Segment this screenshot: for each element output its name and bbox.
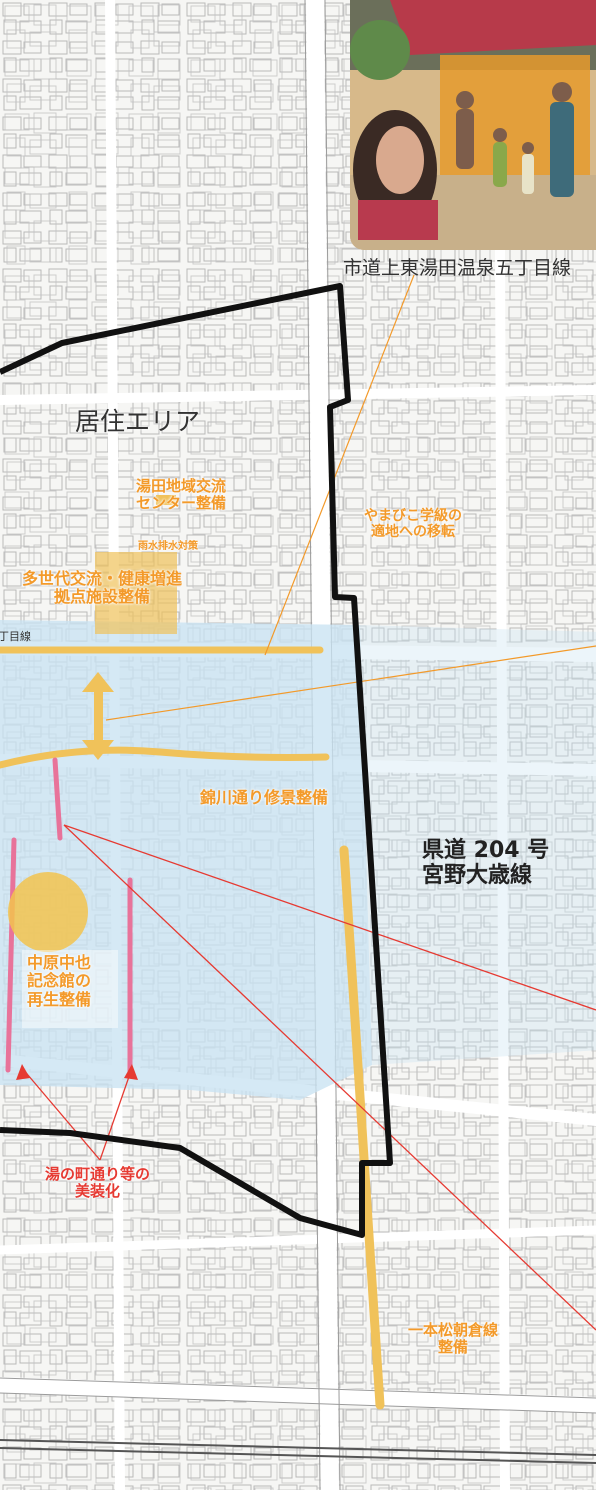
nakahara-museum-line3: 再生整備: [27, 989, 92, 1009]
yunomachi-line1: 湯の町通り等の: [45, 1165, 151, 1183]
nakahara-museum-line1: 中原中也: [27, 953, 92, 972]
residential-area-label: 居住エリア: [75, 407, 201, 436]
rain-drainage-label: 雨水排水対策: [138, 541, 198, 552]
community-center-label: 湯田地域交流 センター整備: [136, 477, 227, 513]
ipponmatsu-line1: 一本松朝倉線: [408, 1321, 499, 1339]
road-title-label: 市道上東湯田温泉五丁目線: [343, 257, 572, 279]
yamabiko-move-label: やまびこ学級の 適地への移転: [364, 508, 462, 540]
yamabiko-move-line1: やまびこ学級の: [364, 508, 462, 524]
street-scene-illustration: [350, 0, 596, 250]
multigen-center-label: 多世代交流・健康増進 拠点施設整備: [22, 569, 183, 607]
multigen-center-line1: 多世代交流・健康増進: [22, 569, 183, 588]
prefectural-road-line1: 県道 204 号: [422, 838, 550, 863]
nishikigawa-label: 錦川通り修景整備: [200, 788, 329, 807]
multigen-facility-area: [95, 552, 177, 634]
nakahara-museum-marker: [8, 872, 88, 952]
red-leaders: [21, 824, 596, 1331]
multigen-center-line2: 拠点施設整備: [54, 587, 151, 607]
target-zone-fade: [360, 625, 596, 1065]
railway: [0, 1439, 596, 1464]
street-left-edge-label: 丁目線: [0, 630, 31, 643]
museum-label-bg: [22, 950, 118, 1028]
prefectural-road-line2: 宮野大歳線: [422, 863, 533, 889]
illustration-drawing: [350, 0, 596, 250]
yunomachi-line2: 美装化: [75, 1182, 121, 1201]
double-arrow-icon: [82, 672, 114, 760]
ipponmatsu-label: 一本松朝倉線 整備: [408, 1321, 499, 1357]
red-arrowheads: [16, 1064, 138, 1080]
yunomachi-streets: [5, 757, 133, 1075]
yunomachi-label: 湯の町通り等の 美装化: [45, 1165, 151, 1201]
yamabiko-move-line2: 適地への移転: [371, 524, 455, 541]
community-center-line2: センター整備: [136, 494, 227, 513]
orange-leaders: [105, 274, 596, 721]
nakahara-museum-label: 中原中也 記念館の 再生整備: [27, 953, 92, 1009]
nakahara-museum-line2: 記念館の: [27, 971, 92, 991]
ipponmatsu-line2: 整備: [438, 1338, 469, 1357]
prefectural-road-label: 県道 204 号 宮野大歳線: [422, 838, 549, 889]
area-boundary: [0, 283, 393, 1238]
community-center-site: [156, 495, 176, 505]
community-center-line1: 湯田地域交流: [136, 477, 227, 495]
